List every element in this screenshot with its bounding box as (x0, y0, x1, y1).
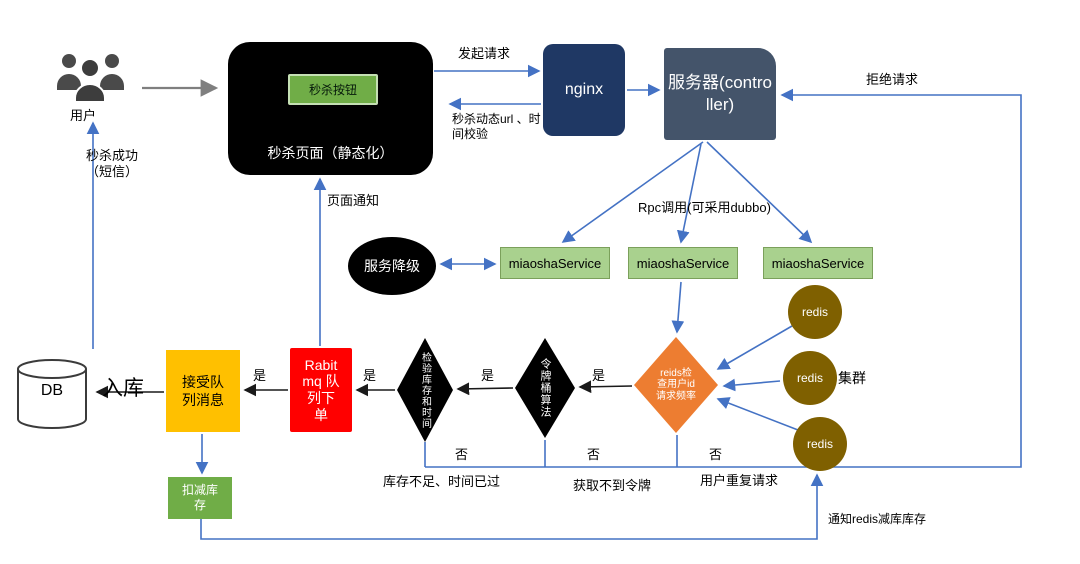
users-label: 用户 (70, 108, 97, 123)
label-no-2: 否 (587, 447, 601, 462)
label-yes-1: 是 (592, 368, 606, 383)
seckill-button[interactable]: 秒杀按钮 (288, 74, 378, 105)
redis-node-3: redis (793, 417, 847, 471)
label-reject: 拒绝请求 (866, 72, 919, 87)
rabbitmq-node: Rabit mq 队列下单 (290, 348, 352, 432)
label-notify-redis: 通知redis减库库存 (828, 512, 927, 526)
freq-check-diamond: reids检查用户id请求频率 (634, 337, 718, 433)
miaosha-service-2: miaoshaService (628, 247, 738, 279)
label-dynamic-url: 秒杀动态url 、时间校验 (452, 112, 541, 141)
rabbitmq-text: Rabit mq 队列下单 (302, 356, 340, 423)
queue-message-text: 接受队列消息 (182, 373, 224, 408)
inbound-label: 入库 (102, 377, 144, 400)
queue-message-node: 接受队列消息 (166, 350, 240, 432)
deduct-stock-text: 扣减库存 (181, 483, 218, 512)
miaosha-service-1: miaoshaService (500, 247, 610, 279)
label-no-3: 否 (709, 447, 723, 462)
users-glyph (57, 54, 124, 103)
stock-time-check-text: 检验库存和时间 (419, 351, 431, 429)
label-stock-fail: 库存不足、时间已过 (383, 474, 501, 489)
seckill-page-label: 秒杀页面（静态化） (267, 145, 394, 161)
token-bucket-text: 令牌桶算法 (539, 358, 551, 418)
seckill-page: 秒杀按钮 秒杀页面（静态化） (228, 42, 433, 175)
label-token-fail: 获取不到令牌 (573, 478, 652, 493)
db-cylinder-shape (17, 359, 87, 429)
label-yes-4: 是 (253, 368, 267, 383)
deduct-stock-node: 扣减库存 (168, 477, 232, 519)
label-no-1: 否 (455, 447, 469, 462)
redis-node-1: redis (788, 285, 842, 339)
service-degrade-node: 服务降级 (348, 237, 436, 295)
token-bucket-diamond: 令牌桶算法 (515, 338, 575, 438)
redis-node-2: redis (783, 351, 837, 405)
db-cylinder: DB (12, 356, 92, 432)
server-controller-node: 服务器(controller) (664, 48, 776, 140)
db-label: DB (40, 382, 64, 399)
redis-cluster-label: 集群 (838, 370, 866, 386)
label-repeat-fail: 用户重复请求 (700, 473, 779, 488)
nginx-node: nginx (543, 44, 625, 136)
users-icon (52, 50, 130, 104)
freq-check-text: reids检查用户id请求频率 (656, 368, 696, 402)
label-yes-2: 是 (481, 368, 495, 383)
label-page-notify: 页面通知 (327, 193, 380, 208)
stock-time-check-diamond: 检验库存和时间 (397, 338, 453, 442)
label-yes-3: 是 (363, 368, 377, 383)
miaosha-service-3: miaoshaService (763, 247, 873, 279)
label-request: 发起请求 (458, 46, 511, 61)
label-sms-success: 秒杀成功（短信） (86, 148, 139, 180)
label-rpc: Rpc调用(可采用dubbo) (638, 200, 771, 215)
